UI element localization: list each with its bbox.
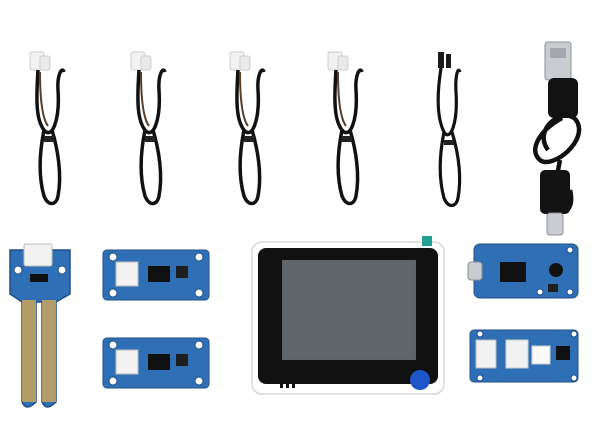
- grove-cable: [130, 51, 167, 206]
- grove-sensor-module: [102, 337, 210, 389]
- display-terminal: [251, 236, 445, 395]
- usb-a-to-usb-c-cable: [533, 41, 582, 236]
- grove-cable: [327, 51, 364, 206]
- grove-sensor-board: [469, 329, 579, 383]
- grove-sensor-module: [102, 249, 210, 301]
- soil-moisture-sensor: [9, 243, 71, 408]
- power-button-icon: [410, 370, 430, 390]
- jumper-cable: [436, 52, 462, 208]
- grove-cable: [229, 51, 266, 206]
- grove-cable: [29, 51, 66, 206]
- usb-c-board: [467, 243, 579, 299]
